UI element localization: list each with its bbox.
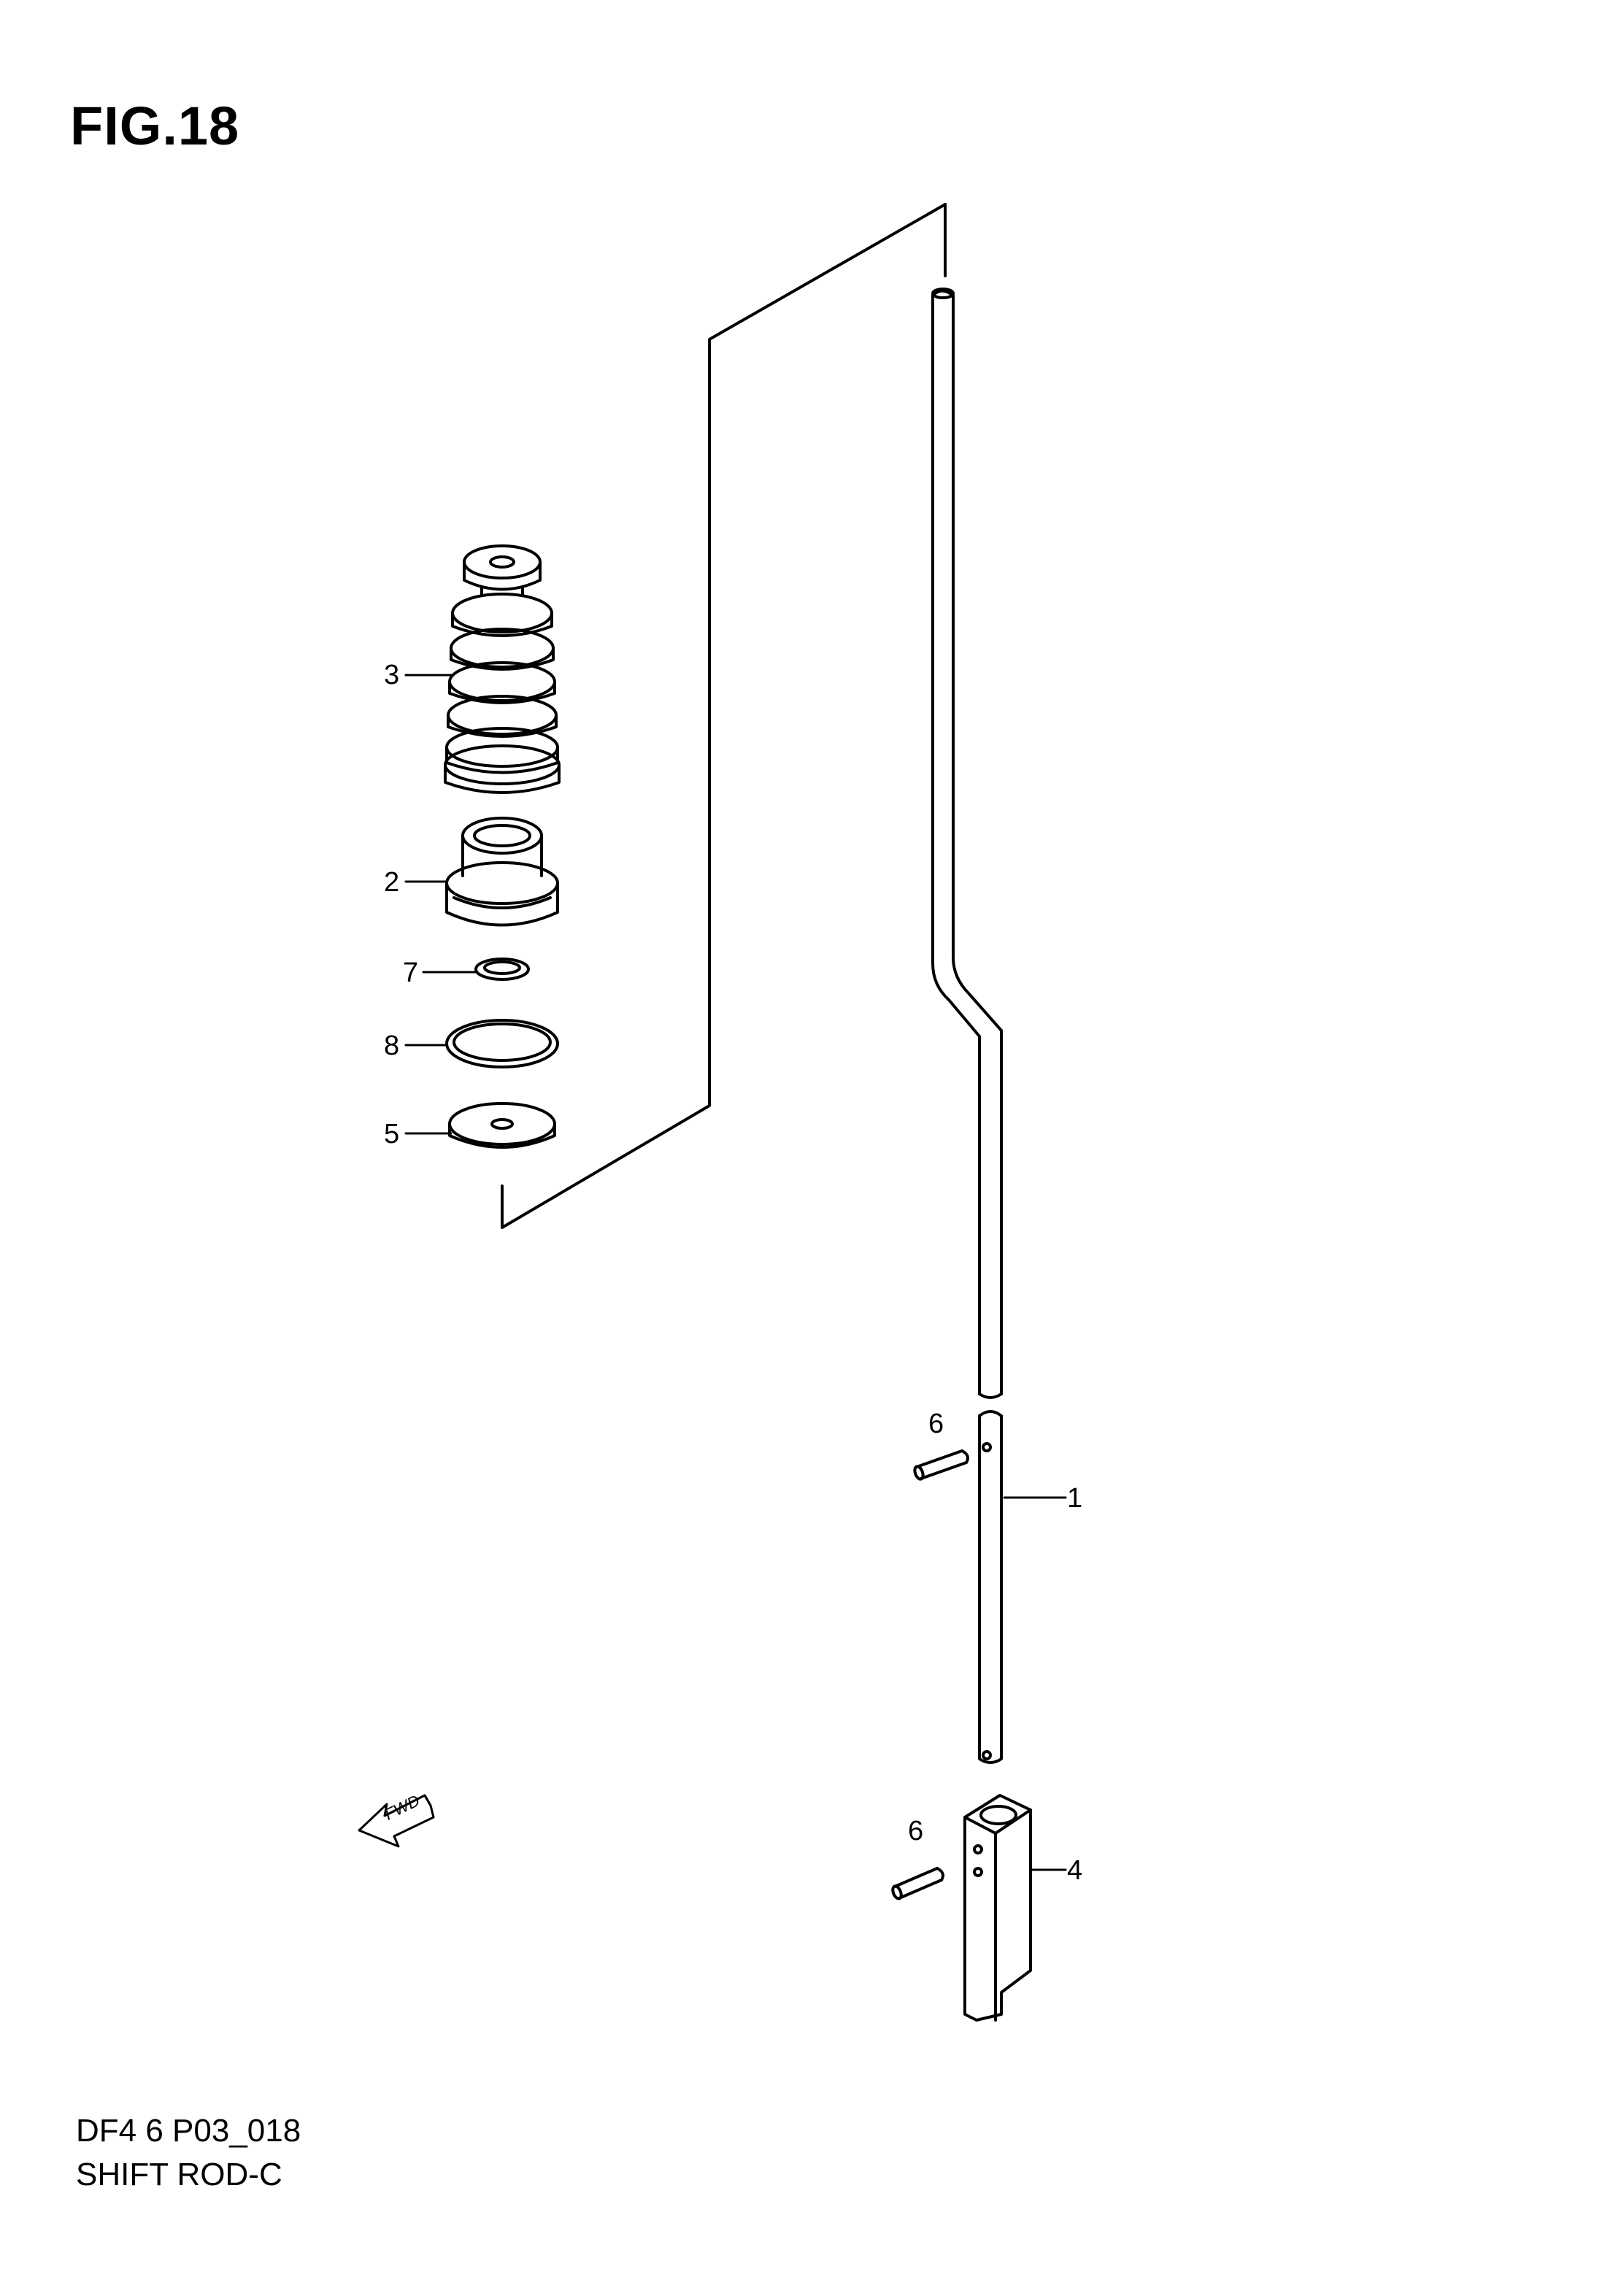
figure-title: FIG.18: [70, 96, 240, 156]
callout-part-8: 8: [384, 1030, 400, 1061]
part-small-o-ring: [474, 958, 530, 981]
forward-arrow-icon: [358, 1794, 435, 1848]
part-pin-lower: [891, 1867, 944, 1900]
drawing-code: DF4 6 P03_018: [76, 2113, 301, 2149]
drawing-name: SHIFT ROD-C: [76, 2157, 282, 2192]
callout-part-4: 4: [1067, 1855, 1083, 1886]
callout-part-1: 1: [1067, 1483, 1083, 1514]
part-rubber-boot: [444, 544, 561, 794]
callout-part-7: 7: [403, 958, 419, 988]
callout-part-5: 5: [384, 1119, 400, 1149]
shift-rod-upper: [931, 288, 1003, 1399]
callout-part-2: 2: [384, 867, 400, 898]
assembly-bracket-line: [501, 203, 947, 1229]
leader-lines: [404, 674, 1067, 1871]
shift-rod-lower: [978, 1410, 1003, 1764]
callout-part-6-lower: 6: [908, 1816, 924, 1846]
part-washer: [448, 1102, 556, 1149]
callout-part-3: 3: [384, 660, 400, 690]
part-shift-lever: [963, 1794, 1032, 2022]
part-grommet: [445, 817, 559, 927]
callout-part-6-upper: 6: [928, 1409, 944, 1439]
part-large-o-ring: [445, 1019, 559, 1068]
part-pin-upper: [913, 1449, 969, 1481]
